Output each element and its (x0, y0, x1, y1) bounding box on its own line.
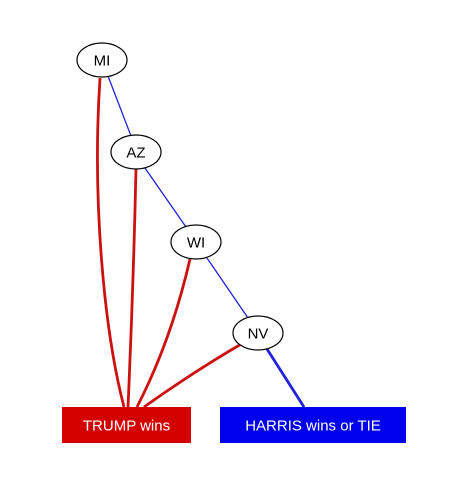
outcome-trump-label: TRUMP wins (83, 418, 170, 435)
edge-nv-trump (143, 341, 244, 409)
outcome-trump: TRUMP wins (62, 407, 191, 443)
edge-wi-nv (206, 257, 249, 319)
edge-mi-az (107, 75, 132, 137)
outcome-harris-label: HARRIS wins or TIE (245, 418, 381, 435)
node-nv: NV (232, 315, 284, 351)
node-label-mi: MI (94, 53, 111, 70)
edge-mi-trump (96, 77, 126, 408)
node-label-az: AZ (126, 145, 145, 162)
edge-nv-harris (265, 348, 306, 408)
node-az: AZ (110, 134, 162, 170)
node-wi: WI (170, 224, 222, 260)
node-label-wi: WI (187, 235, 205, 252)
edge-az-trump (126, 167, 138, 408)
node-label-nv: NV (248, 326, 269, 343)
edge-wi-trump (135, 258, 192, 408)
edges (96, 75, 306, 409)
edge-az-wi (144, 167, 187, 228)
outcome-harris: HARRIS wins or TIE (220, 407, 406, 443)
node-mi: MI (76, 42, 128, 78)
